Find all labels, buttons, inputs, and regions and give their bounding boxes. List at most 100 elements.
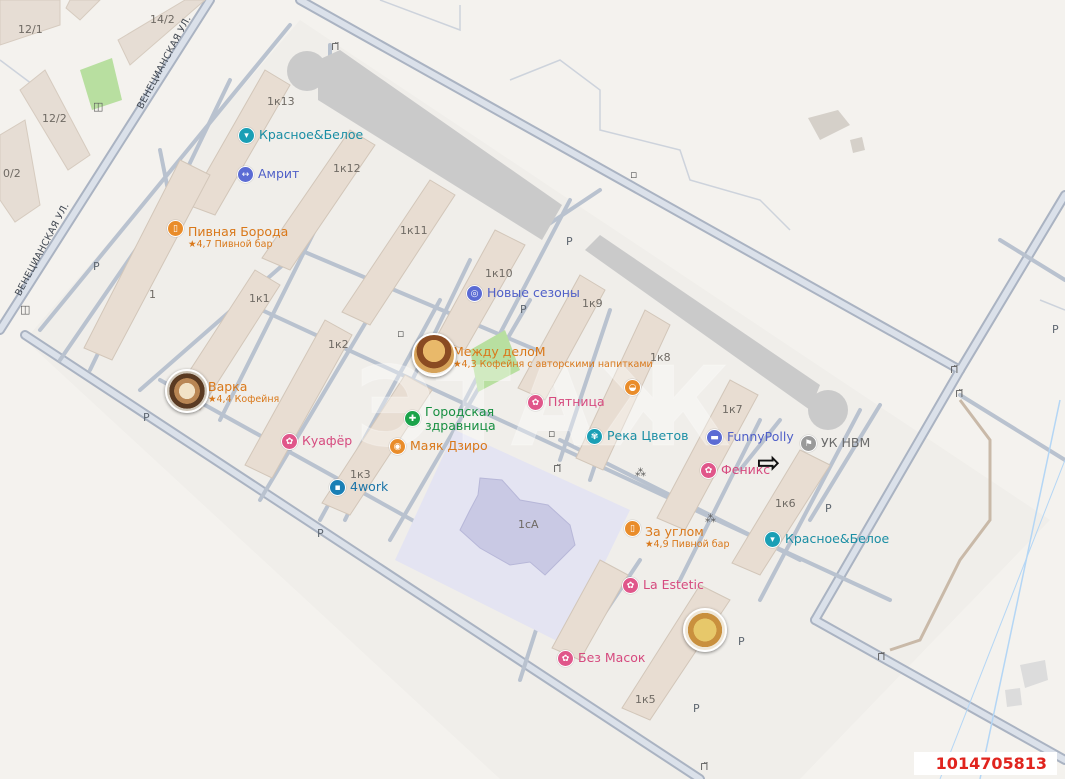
garage-round-2 xyxy=(808,390,848,430)
poi-4work[interactable]: ▪ 4work xyxy=(329,479,389,496)
poi-amrit[interactable]: ↔ Амрит xyxy=(237,166,300,183)
garage-block-1 xyxy=(318,50,562,240)
basket-icon: ▾ xyxy=(238,127,255,144)
svg-text:⊓̈: ⊓̈ xyxy=(955,387,964,400)
poi-name: Пивная Борода xyxy=(188,224,289,239)
poi-uk-nvm[interactable]: ⚑ УК НВМ xyxy=(800,435,871,452)
pizza-photo[interactable] xyxy=(683,608,727,652)
poi-name: Новые сезоны xyxy=(487,285,580,300)
poi-name: Городская здравница xyxy=(425,404,496,433)
location-arrow-icon: ⇨ xyxy=(757,446,781,479)
laundry-icon: ◎ xyxy=(466,285,483,302)
svg-text:◫: ◫ xyxy=(20,303,30,316)
svg-text:⊓̈: ⊓̈ xyxy=(950,363,959,376)
poi-feniks[interactable]: ✿ Феникс xyxy=(700,462,771,479)
poi-krasnoe-beloe-1[interactable]: ▾ Красное&Белое xyxy=(238,127,364,144)
burger-photo[interactable] xyxy=(412,333,456,377)
coffee-photo[interactable] xyxy=(165,369,209,413)
building-label-1k3: 1к3 xyxy=(350,468,371,481)
poi-name: Красное&Белое xyxy=(259,127,364,142)
poi-name: Пятница xyxy=(548,394,605,409)
pharmacy-icon: ✚ xyxy=(404,410,421,427)
poi-mayak-dziro[interactable]: ◉ Маяк Дзиро xyxy=(389,438,488,455)
park-area xyxy=(80,58,122,110)
beauty-icon: ✿ xyxy=(622,577,639,594)
cart-icon: ▪ xyxy=(329,479,346,496)
poi-bez-masok[interactable]: ✿ Без Масок xyxy=(557,650,645,667)
poi-reka-cvetov[interactable]: ✾ Река Цветов xyxy=(586,428,689,445)
building-label-12-2: 12/2 xyxy=(42,112,67,125)
parking-label: P xyxy=(738,635,745,648)
basket-icon: ▾ xyxy=(764,531,781,548)
dumbbell-icon: ↔ xyxy=(237,166,254,183)
poi-la-estetic[interactable]: ✿ La Estetic xyxy=(622,577,704,594)
watermark: ЭТАЖ xyxy=(355,343,731,471)
poi-rating: ★4,9 Пивной бар xyxy=(645,539,730,550)
beauty-icon: ✿ xyxy=(700,462,717,479)
building-label-1k9: 1к9 xyxy=(582,297,603,310)
building-label-1k12: 1к12 xyxy=(333,162,361,175)
poi-za-uglom[interactable]: ▯ За углом ★4,9 Пивной бар xyxy=(624,520,730,550)
building-label-1sa: 1сА xyxy=(518,518,539,531)
building-label-1k5: 1к5 xyxy=(635,693,656,706)
beer-icon: ▯ xyxy=(167,220,184,237)
poi-name: FunnyPolly xyxy=(727,429,794,444)
building-label-1k2: 1к2 xyxy=(328,338,349,351)
listing-id: 1014705813 xyxy=(913,752,1057,775)
coffee-icon: ◒ xyxy=(624,379,641,396)
poi-rating: ★4,7 Пивной бар xyxy=(188,239,273,250)
school-building xyxy=(459,477,576,576)
svg-text:⊓̈: ⊓̈ xyxy=(331,40,340,53)
buildings-north-west xyxy=(0,0,1048,707)
food-icon: ◉ xyxy=(389,438,406,455)
poi-name: Маяк Дзиро xyxy=(410,438,488,453)
barrier-icons: ⊓̈ ⊓̈ ⊓̈ ⊓̈ ⊓̈ ⊓̈ ▫ ▫ ⁂ ⁂ ◫ ◫ ▫ xyxy=(20,40,964,773)
poi-rating: ★4,3 Кофейня с авторскими напитками xyxy=(453,359,653,370)
parking-label: P xyxy=(93,260,100,273)
poi-funnypolly[interactable]: ▬ FunnyPolly xyxy=(706,429,794,446)
flower-icon: ✿ xyxy=(527,394,544,411)
poi-name: УК НВМ xyxy=(821,435,871,450)
poi-pyatnica[interactable]: ✿ Пятница xyxy=(527,394,605,411)
building-label-1k11: 1к11 xyxy=(400,224,428,237)
building-label-1k1: 1к1 xyxy=(249,292,270,305)
poi-name: Красное&Белое xyxy=(785,531,890,546)
building-label-1k6: 1к6 xyxy=(775,497,796,510)
svg-text:▫: ▫ xyxy=(397,327,404,340)
poi-name: За углом xyxy=(645,524,704,539)
garage-block-2 xyxy=(585,235,820,410)
poi-varka[interactable]: Варка ★4,4 Кофейня xyxy=(208,376,279,405)
flower-shop-icon: ✾ xyxy=(586,428,603,445)
building-label-1k7: 1к7 xyxy=(722,403,743,416)
poi-coffee-marker[interactable]: ◒ xyxy=(624,379,641,396)
bed-icon: ▬ xyxy=(706,429,723,446)
poi-pivnaya-boroda[interactable]: ▯ Пивная Борода ★4,7 Пивной бар xyxy=(167,220,289,250)
beauty-icon: ✿ xyxy=(281,433,298,450)
poi-name: Река Цветов xyxy=(607,428,689,443)
poi-name: 4work xyxy=(350,479,389,494)
building-label-1: 1 xyxy=(149,288,156,301)
poi-novye-sezony[interactable]: ◎ Новые сезоны xyxy=(466,285,580,302)
poi-name: Амрит xyxy=(258,166,300,181)
poi-krasnoe-beloe-2[interactable]: ▾ Красное&Белое xyxy=(764,531,890,548)
building-label-1k8: 1к8 xyxy=(650,351,671,364)
svg-text:⁂: ⁂ xyxy=(635,466,646,479)
building-label-14-2: 14/2 xyxy=(150,13,175,26)
building-label-1k13: 1к13 xyxy=(267,95,295,108)
poi-mezhdu-delom[interactable]: Между делоМ ★4,3 Кофейня с авторскими на… xyxy=(453,341,653,370)
parking-label: P xyxy=(566,235,573,248)
poi-kuafer[interactable]: ✿ Куафёр xyxy=(281,433,352,450)
garage-round-1 xyxy=(287,51,327,91)
building-label-10-2: 0/2 xyxy=(3,167,21,180)
poi-name: Феникс xyxy=(721,462,771,477)
poi-name: Между делоМ xyxy=(453,344,546,359)
parking-label: P xyxy=(693,702,700,715)
svg-text:▫: ▫ xyxy=(630,168,637,181)
svg-text:⁂: ⁂ xyxy=(705,512,716,525)
poi-gorodskaya-zdravnica[interactable]: ✚ Городская здравница xyxy=(404,405,515,433)
building-label-1k10: 1к10 xyxy=(485,267,513,280)
residential-buildings xyxy=(83,69,831,721)
beauty-icon: ✿ xyxy=(557,650,574,667)
flag-icon: ⚑ xyxy=(800,435,817,452)
